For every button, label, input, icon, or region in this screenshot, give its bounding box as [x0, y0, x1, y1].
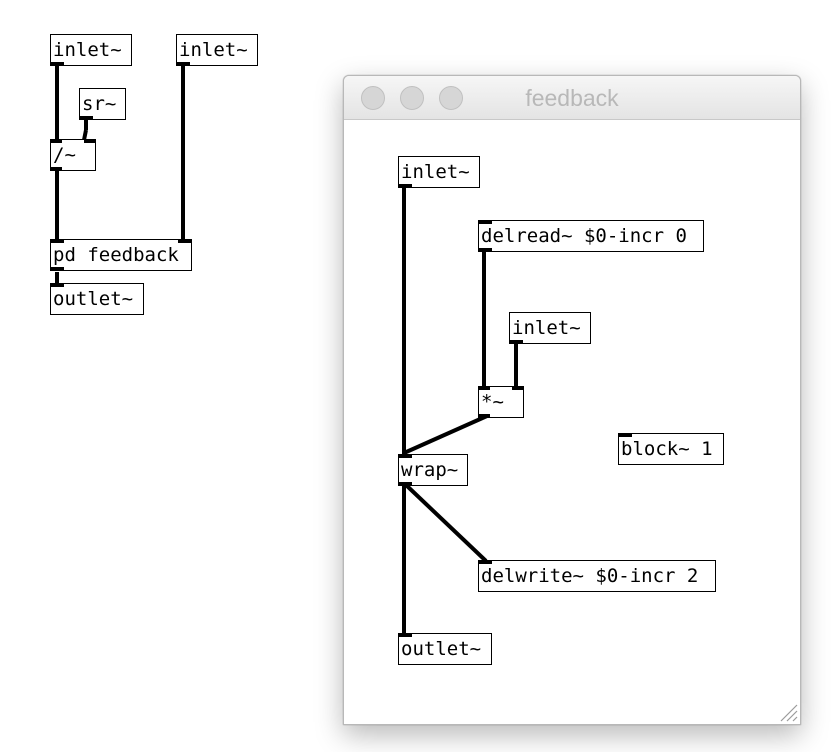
object-text: pd feedback — [53, 244, 179, 266]
subpatch-window[interactable]: feedback inlet~ delread~ $0-incr 0 — [343, 75, 801, 725]
outlet-port[interactable] — [478, 414, 490, 418]
object-text: *~ — [481, 391, 504, 413]
patch-canvas[interactable]: inlet~ delread~ $0-incr 0 inlet~ *~ — [344, 120, 800, 724]
inlet-port[interactable] — [50, 239, 64, 243]
block-object[interactable]: block~ 1 — [618, 433, 724, 465]
inlet-port[interactable] — [618, 433, 632, 437]
inlet-port[interactable] — [178, 239, 192, 243]
wrap-object[interactable]: wrap~ — [398, 454, 468, 486]
connection-multiply-to-wrap[interactable] — [403, 414, 488, 455]
inlet-port[interactable] — [398, 454, 412, 458]
close-button[interactable] — [361, 86, 385, 110]
object-text: delwrite~ $0-incr 2 — [481, 565, 699, 587]
delwrite-object[interactable]: delwrite~ $0-incr 2 — [478, 560, 716, 592]
object-text: wrap~ — [401, 459, 459, 481]
inlet-object-right[interactable]: inlet~ — [176, 34, 258, 66]
window-titlebar[interactable]: feedback — [344, 76, 800, 120]
object-text: outlet~ — [401, 638, 482, 660]
object-text: outlet~ — [53, 288, 134, 310]
resize-grip-icon[interactable] — [776, 700, 798, 722]
connection-wrap-to-delwrite[interactable] — [404, 483, 488, 563]
sub-inlet-object[interactable]: inlet~ — [398, 156, 480, 188]
object-text: inlet~ — [512, 317, 581, 339]
outlet-port[interactable] — [79, 116, 93, 120]
minimize-button[interactable] — [400, 86, 424, 110]
outlet-port[interactable] — [50, 267, 64, 271]
inlet-port[interactable] — [50, 139, 62, 143]
sub-inlet-gain-object[interactable]: inlet~ — [509, 312, 591, 344]
outlet-port[interactable] — [398, 482, 412, 486]
outlet-port[interactable] — [398, 184, 412, 188]
object-text: inlet~ — [53, 39, 122, 61]
outlet-object[interactable]: outlet~ — [50, 283, 144, 315]
inlet-object-left[interactable]: inlet~ — [50, 34, 132, 66]
object-text: inlet~ — [401, 161, 470, 183]
inlet-port[interactable] — [478, 560, 492, 564]
inlet-port[interactable] — [84, 139, 96, 143]
zoom-button[interactable] — [439, 86, 463, 110]
outlet-port[interactable] — [509, 340, 523, 344]
outlet-port[interactable] — [50, 62, 64, 66]
sub-outlet-object[interactable]: outlet~ — [398, 633, 492, 665]
object-text: inlet~ — [179, 39, 248, 61]
outlet-port[interactable] — [176, 62, 190, 66]
outlet-port[interactable] — [478, 248, 492, 252]
inlet-port[interactable] — [50, 283, 64, 287]
inlet-port[interactable] — [478, 386, 490, 390]
divide-object[interactable]: /~ — [50, 139, 96, 171]
inlet-port[interactable] — [512, 386, 524, 390]
object-text: delread~ $0-incr 0 — [481, 225, 687, 247]
multiply-object[interactable]: *~ — [478, 386, 524, 418]
inlet-port[interactable] — [478, 220, 492, 224]
delread-object[interactable]: delread~ $0-incr 0 — [478, 220, 704, 252]
outlet-port[interactable] — [50, 167, 62, 171]
object-text: /~ — [53, 144, 76, 166]
object-text: block~ 1 — [621, 438, 713, 460]
window-title: feedback — [525, 85, 619, 111]
sr-object[interactable]: sr~ — [79, 88, 126, 120]
object-text: sr~ — [82, 93, 117, 115]
inlet-port[interactable] — [398, 633, 412, 637]
pd-feedback-subpatch[interactable]: pd feedback — [50, 239, 192, 271]
